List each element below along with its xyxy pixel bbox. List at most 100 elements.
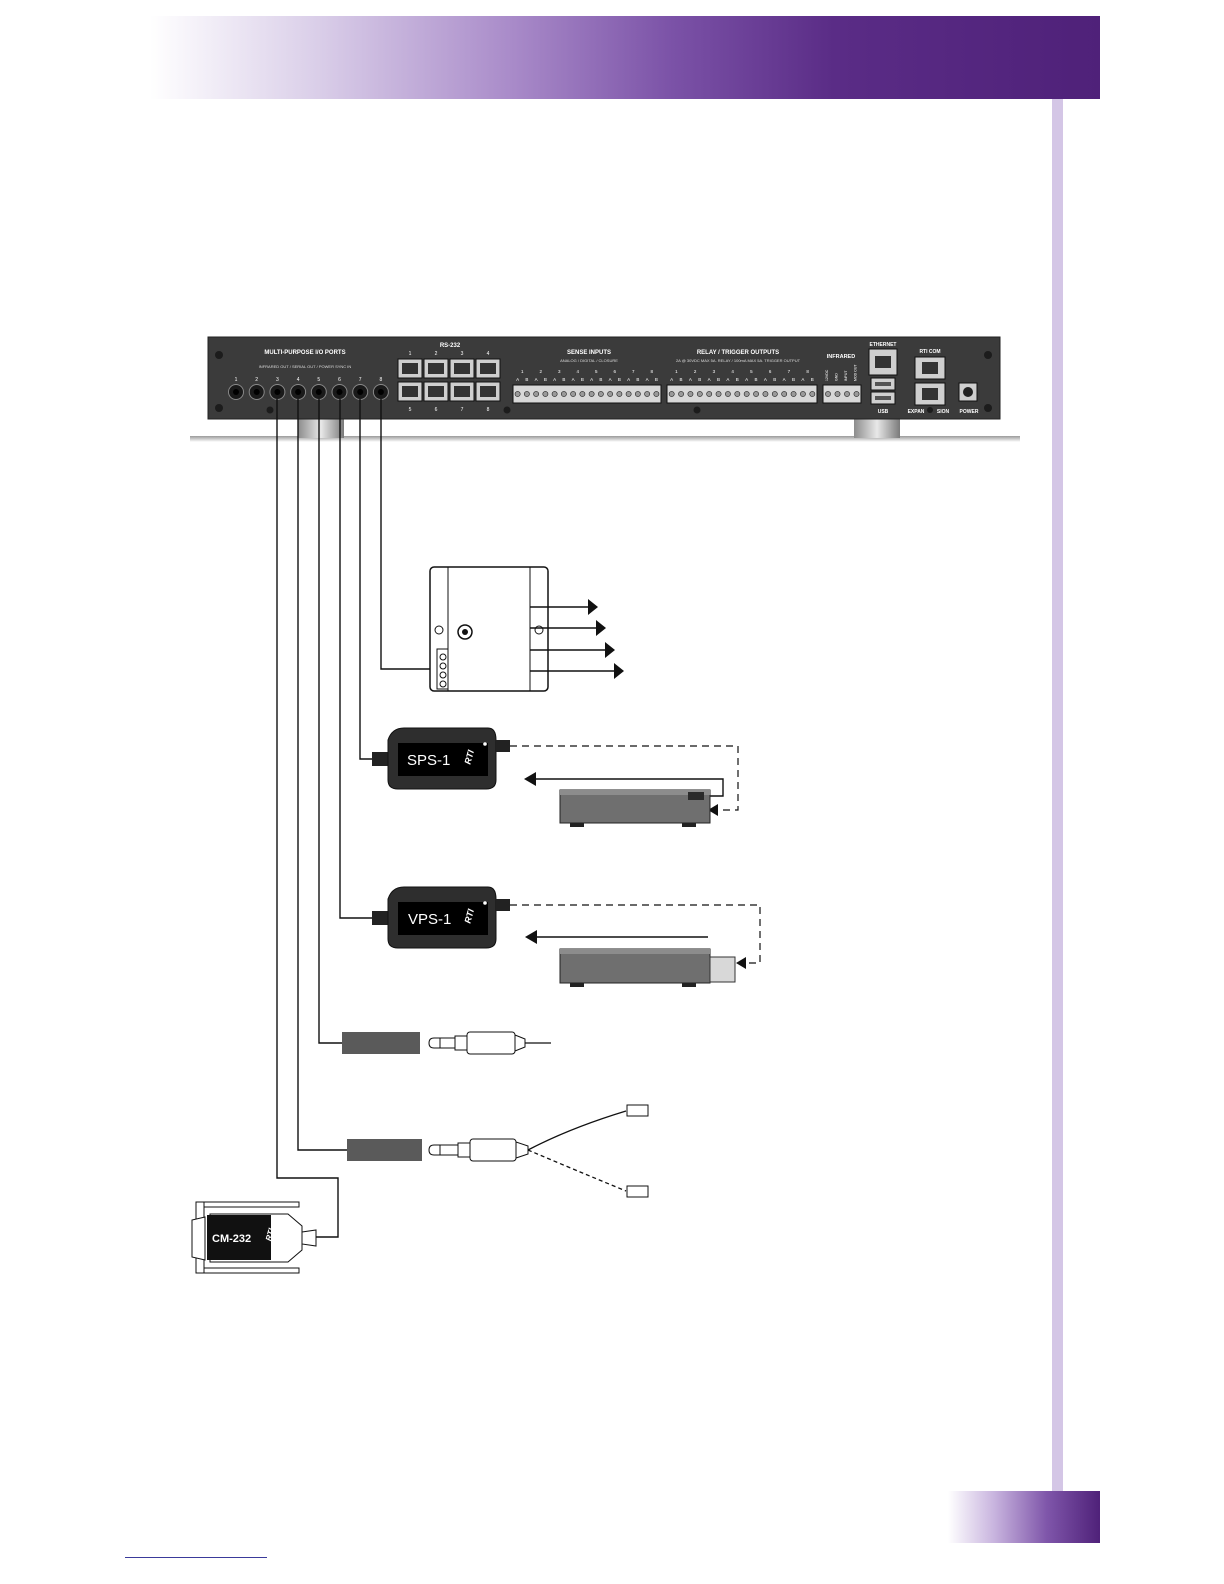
rs232-port-number: 1 (409, 351, 412, 357)
terminal-screw (542, 391, 549, 397)
video-device (559, 948, 711, 984)
jack-collar (457, 1142, 471, 1158)
channel-number: 4 (731, 369, 734, 374)
rs232-port-number: 3 (461, 351, 464, 357)
terminal-screw (523, 391, 530, 397)
terminal-ab-label: A (627, 377, 630, 382)
terminal-screw (439, 662, 447, 670)
ir-box-body (429, 566, 549, 692)
terminal-ab-label: B (655, 377, 658, 382)
split-lead-dashed (527, 1149, 627, 1192)
ir-distribution-box (429, 566, 624, 692)
rs232-title: RS-232 (440, 343, 461, 349)
screw-icon (215, 351, 223, 359)
terminal-ab-label: B (755, 377, 758, 382)
vps-1-led (483, 901, 487, 905)
terminal-screw (653, 391, 660, 397)
wire-port-3 (276, 399, 339, 1238)
footer-rule (125, 1557, 267, 1558)
source-device (559, 789, 711, 824)
channel-number: 7 (788, 369, 791, 374)
sps-1-sense-cable (510, 745, 739, 811)
terminal-screw (762, 391, 769, 397)
ethernet-port-socket (875, 356, 891, 368)
vps-1-label: VPS-1 (408, 911, 451, 928)
terminal-ab-label: B (792, 377, 795, 382)
arrow-left-icon (708, 804, 718, 816)
relay-terminal-block (666, 384, 818, 404)
channel-number: 1 (675, 369, 678, 374)
terminal-ab-label: B (636, 377, 639, 382)
screw-icon (503, 406, 511, 414)
terminal-ab-label: A (745, 377, 748, 382)
device-foot (682, 823, 696, 827)
infrared-terminal-label: INPUT (844, 370, 848, 381)
terminal-ab-label: A (726, 377, 729, 382)
terminal-screw (844, 391, 850, 397)
terminal-ab-label: B (773, 377, 776, 382)
cm-232-adapter: CM-232 RTI (191, 1201, 317, 1274)
power-jack-socket (963, 387, 973, 397)
cm-232-cable-boot (301, 1229, 317, 1247)
device-foot (570, 983, 584, 987)
side-bar (1052, 99, 1063, 1491)
channel-number: 3 (713, 369, 716, 374)
db9-flange (203, 1267, 300, 1274)
db9-connector (191, 1216, 206, 1261)
rs232-port-number: 8 (487, 407, 490, 413)
jack-body (469, 1138, 517, 1162)
channel-number: 6 (613, 369, 616, 374)
terminal-screw (560, 391, 567, 397)
io-port-hole (233, 389, 239, 395)
channel-number: 8 (650, 369, 653, 374)
channel-number: 3 (558, 369, 561, 374)
rticom-label: RTI COM (919, 349, 940, 355)
io-port-hole (336, 389, 343, 395)
expansion-label-left: EXPAN (908, 409, 925, 415)
rti-logo: RTI (463, 748, 476, 765)
sps-1-label-plate (398, 743, 488, 776)
jack-strain-relief (515, 1141, 529, 1159)
usb-port-slot (875, 396, 891, 400)
jack-strain-relief (514, 1034, 526, 1052)
terminal-screw (834, 391, 841, 397)
wire-port-5 (318, 399, 342, 1044)
rs232-socket (454, 363, 470, 374)
terminal-ab-label: B (581, 377, 584, 382)
io-port-hole (315, 389, 322, 395)
cable-sleeve (347, 1139, 422, 1161)
panel-foot (298, 418, 344, 438)
screw-icon (215, 404, 223, 412)
io-port-hole (377, 389, 384, 395)
terminal-screw (439, 680, 447, 688)
cable-sleeve (342, 1032, 420, 1054)
terminal-screw (551, 391, 558, 397)
video-device-top (560, 949, 710, 954)
wire-port-8 (380, 399, 430, 670)
arrow-left-icon (525, 930, 537, 944)
terminal-screw (800, 391, 806, 397)
sps-1-signal-line (534, 778, 724, 797)
cm-232-label: CM-232 (212, 1233, 251, 1245)
vps-1-label-plate (398, 902, 488, 935)
terminal-screw (781, 391, 788, 397)
terminal-ab-label: A (553, 377, 556, 382)
terminal-screw (607, 391, 614, 397)
db9-flange (203, 1201, 300, 1208)
rs232-socket (428, 386, 444, 397)
jack-tip (428, 1037, 456, 1049)
terminal-screw (743, 391, 750, 397)
terminal-screw (439, 671, 447, 679)
jack-body (466, 1031, 516, 1055)
terminal-screw (597, 391, 604, 397)
rti-logo: RTI (463, 907, 476, 924)
screw-icon (984, 404, 992, 412)
rs232-port-number: 7 (461, 407, 464, 413)
arrow-left-icon (524, 772, 536, 786)
rs232-socket (402, 363, 418, 374)
source-device-power-jack (688, 792, 704, 800)
channel-number: 7 (632, 369, 635, 374)
infrared-terminal-block (822, 384, 862, 404)
relay-outputs-subtitle: 2A @ 30VDC MAX 5A. RELAY / 100mA MAX 5A.… (676, 358, 801, 363)
